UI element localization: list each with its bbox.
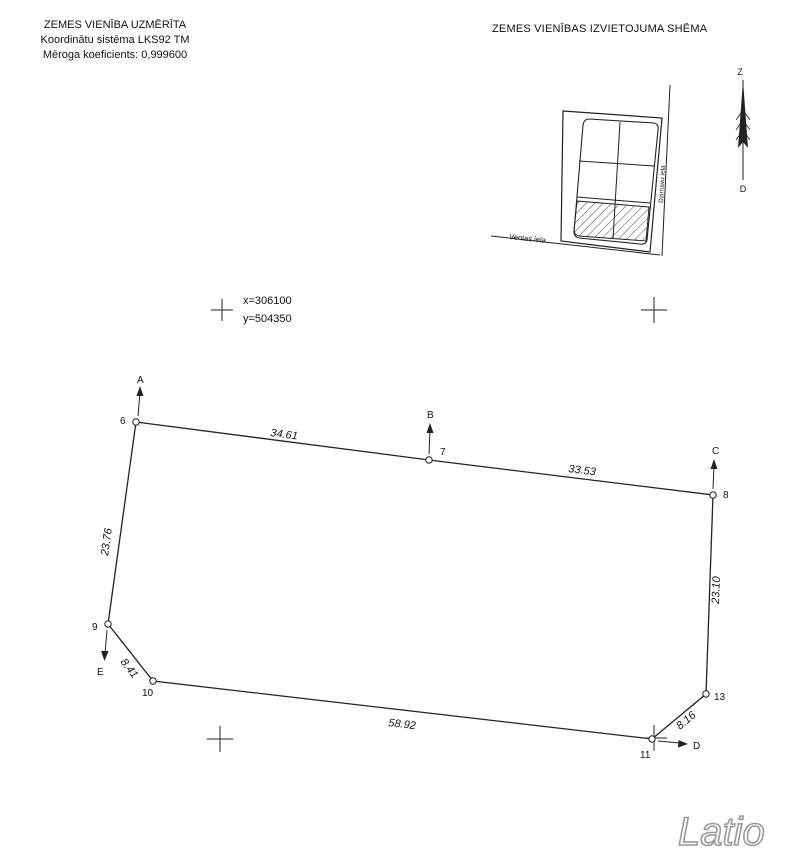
north-arrow: Z D	[735, 67, 751, 194]
block-divider-horizontal-1	[578, 160, 655, 167]
street-line-ventas	[490, 235, 661, 256]
north-arrow-feathers	[735, 109, 751, 141]
latio-logo: Latio	[678, 810, 765, 854]
grid-cross	[211, 299, 233, 321]
point-label-7: 7	[440, 447, 446, 458]
neighbour-arrow-b	[426, 423, 434, 455]
point-label-11: 11	[640, 750, 651, 761]
street-label-dzirnavu: Dzirnavu iela	[658, 165, 667, 203]
boundary-length-labels: 34.61 33.53 23.10 8.16 58.92 8.41 23.76	[99, 427, 723, 732]
neighbour-letter-c: C	[712, 446, 719, 457]
boundary-point-6	[132, 418, 140, 426]
grid-cross	[641, 297, 667, 323]
survey-info-block: ZEMES VIENĪBA UZMĒRĪTA Koordinātu sistēm…	[24, 18, 206, 63]
boundary-point-9	[104, 620, 112, 628]
neighbour-arrow-e	[101, 629, 109, 661]
boundary-point-13	[702, 690, 710, 698]
point-label-9: 9	[92, 622, 98, 633]
neighbour-arrow-d	[657, 740, 688, 748]
location-scheme-title: ZEMES VIENĪBAS IZVIETOJUMA SHĒMA	[492, 23, 708, 35]
length-8-13: 23.10	[710, 575, 723, 605]
boundary-point-labels: 6 7 8 9 10 11 13	[92, 416, 729, 761]
point-label-10: 10	[142, 688, 154, 699]
boundary-point-11	[648, 735, 656, 743]
point-label-8: 8	[723, 490, 729, 501]
north-arrow-bottom-letter: D	[740, 184, 747, 194]
neighbour-letter-d: D	[693, 741, 700, 752]
length-7-8: 33.53	[568, 463, 598, 478]
length-6-7: 34.61	[270, 427, 299, 442]
street-label-ventas: Ventas iela	[509, 232, 547, 245]
boundary-point-10	[149, 677, 157, 685]
boundary-point-8	[709, 491, 717, 499]
point-label-13: 13	[714, 692, 726, 703]
point-label-6: 6	[120, 416, 126, 427]
survey-title: ZEMES VIENĪBA UZMĒRĪTA	[43, 19, 187, 31]
surveyed-parcel-hatched	[573, 200, 650, 242]
neighbour-letters: A B C D E	[97, 375, 719, 752]
grid-x-label: x=306100	[243, 295, 292, 307]
neighbour-arrow-a	[136, 386, 144, 417]
grid-cross	[207, 726, 233, 752]
street-line-dzirnavu	[661, 84, 671, 257]
neighbour-letter-e: E	[97, 667, 104, 678]
north-arrow-head	[738, 80, 748, 148]
coordinate-system-text: Koordinātu sistēma LKS92 TM	[40, 34, 190, 46]
scale-factor-text: Mēroga koeficients: 0,999600	[42, 49, 188, 61]
grid-y-label: y=504350	[243, 313, 292, 325]
neighbour-arrows	[101, 386, 718, 748]
length-9-6: 23.76	[99, 527, 115, 558]
north-arrow-top-letter: Z	[737, 67, 743, 77]
neighbour-letter-a: A	[137, 375, 144, 386]
length-13-11: 8.16	[674, 709, 699, 733]
block-outline	[560, 110, 663, 253]
grid-crosses	[207, 297, 667, 752]
location-scheme: Ventas iela Dzirnavu iela	[490, 84, 671, 257]
parcel-boundary	[107, 421, 714, 740]
boundary-point-markers	[104, 418, 717, 743]
length-11-10: 58.92	[388, 717, 417, 732]
neighbour-arrow-c	[710, 459, 718, 490]
block-inner-outline	[573, 118, 659, 245]
block-divider-horizontal-2	[576, 196, 651, 204]
neighbour-letter-b: B	[427, 410, 434, 421]
boundary-point-7	[425, 456, 433, 464]
